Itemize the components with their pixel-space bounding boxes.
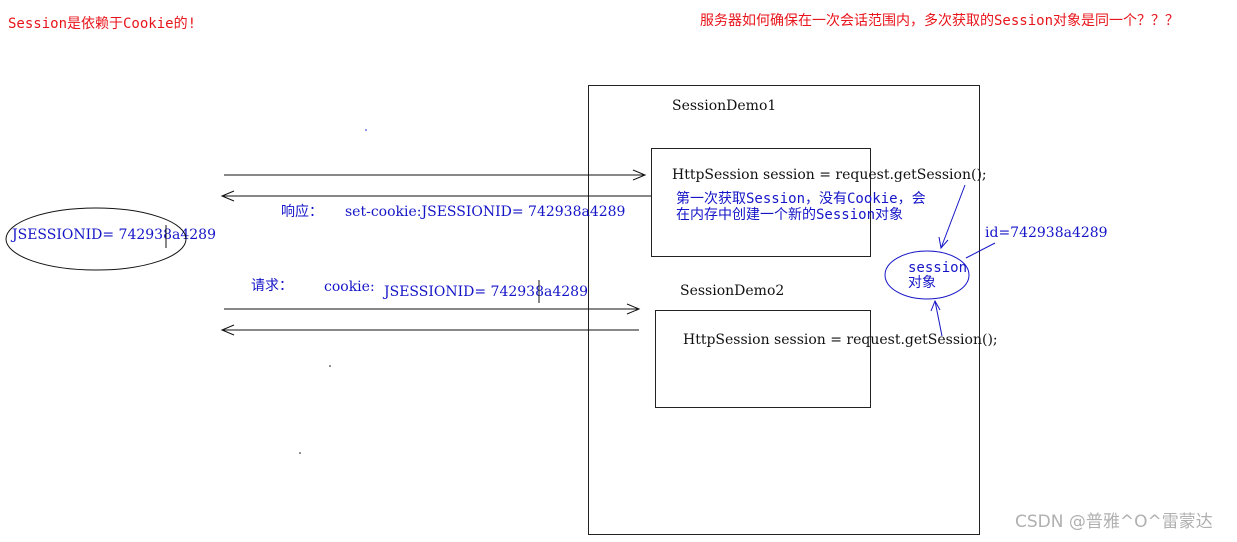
response-label: 响应：: [281, 204, 323, 220]
note-session-depends-cookie: Session是依赖于Cookie的!: [8, 16, 197, 32]
request-value: JSESSIONID= 742938a4289: [384, 284, 588, 300]
session-object-ellipse: [884, 250, 970, 300]
client-ellipse: [5, 207, 187, 271]
demo1-title: SessionDemo1: [672, 98, 777, 114]
request-arrow-2: [224, 303, 641, 315]
demo1-note-line2: 在内存中创建一个新的Session对象: [676, 207, 904, 223]
demo1-note-line1: 第一次获取Session，没有Cookie，会: [676, 191, 926, 207]
demo1-to-session-arrow: [938, 184, 966, 250]
demo2-box: [655, 310, 871, 408]
response-value: set-cookie:JSESSIONID= 742938a4289: [345, 204, 626, 220]
client-cookie-label: JSESSIONID= 742938a4289: [12, 227, 216, 243]
watermark: CSDN @普雅^O^雷蒙达: [1015, 512, 1213, 532]
request-arrow-1: [224, 169, 647, 181]
demo1-box: [651, 148, 871, 257]
session-object-label-2: 对象: [908, 275, 936, 291]
request-label: 请求：: [251, 278, 293, 294]
demo2-code: HttpSession session = request.getSession…: [683, 332, 998, 348]
demo2-title: SessionDemo2: [680, 283, 785, 299]
session-id: id=742938a4289: [985, 225, 1108, 241]
request-cookie-label: cookie:: [324, 279, 375, 295]
demo2-to-session-arrow: [930, 299, 943, 337]
response-arrow-1: [220, 190, 651, 202]
session-object-label-1: session: [908, 260, 968, 276]
id-leader-line: [965, 242, 996, 259]
note-question: 服务器如何确保在一次会话范围内，多次获取的Session对象是同一个？？？: [700, 13, 1179, 29]
server-box: [588, 85, 980, 535]
demo1-code: HttpSession session = request.getSession…: [672, 167, 987, 183]
response-arrow-2: [220, 324, 639, 336]
